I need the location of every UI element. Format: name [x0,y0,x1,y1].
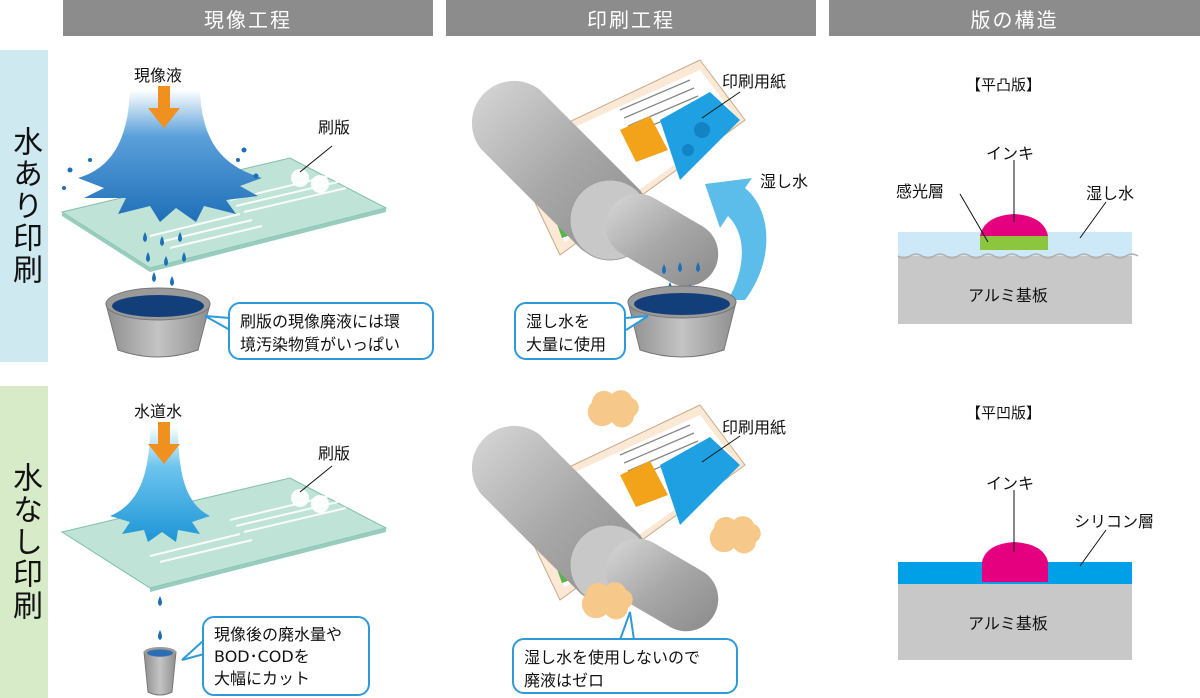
small-cup-row2 [143,647,177,696]
developer-label-row1: 現像液 [134,66,183,85]
row-label-water-text: 水あり印刷 [7,126,42,286]
bubble-tail-3 [181,639,205,661]
waste-bubble-row2: 現像後の廃水量や BOD･CODを 大幅にカット [202,616,370,696]
developer-label-row2: 水道水 [134,402,183,421]
dampening-arrow-row1 [705,178,767,300]
waste-drop-row2 [158,596,162,606]
bubble-tail-2 [625,315,649,331]
waste-bubble-row2-line1: 現像後の廃水量や [214,625,343,644]
rollers-row2 [471,425,719,632]
ink-label-row1: インキ [986,144,1035,163]
plate-structure-row2 [898,490,1132,660]
base-label-row2: アルミ基板 [968,614,1048,633]
plate-row2 [60,477,388,592]
plate-row1 [60,157,388,272]
developer-splash-row1 [62,90,262,222]
structure-title-row1: 【平凸版】 [966,76,1042,94]
waste-bucket-row1 [105,287,211,358]
waste-drops-row1 [143,232,186,286]
water-layer-label-row1: 湿し水 [1086,184,1135,203]
header-plate-structure: 版の構造 [829,0,1200,36]
header-development: 現像工程 [63,0,433,36]
leader-lines [299,91,741,493]
plate-label-row2: 刷版 [318,444,351,463]
header-printing: 印刷工程 [446,0,816,36]
rollers-row1 [471,80,719,287]
no-waste-bubble-row2-line1: 湿し水を使用しないので [524,648,701,667]
plate-label-row1: 刷版 [318,118,351,137]
waste-bubble-row2-line3: 大幅にカット [214,669,311,688]
structure-title-row2: 【平凹版】 [966,404,1042,422]
heat-puffs-row2 [581,390,761,620]
waste-bubble-row1: 刷版の現像廃液には環 境汚染物質がいっぱい [228,302,434,360]
row-label-waterless-text: 水なし印刷 [7,462,42,622]
ink-label-row2: インキ [986,474,1035,493]
silicone-label-row2: シリコン層 [1074,512,1155,531]
tap-water-arrow-row2 [148,422,180,464]
row-label-water: 水あり印刷 [0,50,48,362]
waste-bubble-row1-line1: 刷版の現像廃液には環 [240,312,401,331]
paper-label-row1: 印刷用紙 [722,72,787,91]
bubble-tail-1 [204,315,231,331]
plate-structure-row1 [897,160,1139,324]
tap-water-splash-row2 [110,426,210,542]
waste-drop-row2-b [158,630,162,640]
dampening-bubble-row1: 湿し水を 大量に使用 [514,302,626,360]
dampening-bubble-row1-line2: 大量に使用 [526,335,607,354]
no-waste-bubble-row2-line2: 廃液はゼロ [524,671,605,690]
row-label-waterless: 水なし印刷 [0,386,48,698]
no-waste-bubble-row2: 湿し水を使用しないので 廃液はゼロ [512,638,738,694]
bubble-tail-4 [619,611,635,641]
paper-label-row2: 印刷用紙 [722,418,787,437]
dampening-bucket-row1 [627,285,737,358]
waste-bubble-row1-line2: 境汚染物質がいっぱい [240,335,401,354]
waste-bubble-row2-line2: BOD･CODを [214,647,310,666]
developer-arrow-row1 [148,86,180,128]
dampening-bubble-row1-line1: 湿し水を [526,312,591,331]
base-label-row1: アルミ基板 [968,286,1048,305]
photo-layer-label-row1: 感光層 [896,182,945,201]
dampening-label-row1: 湿し水 [760,172,809,191]
